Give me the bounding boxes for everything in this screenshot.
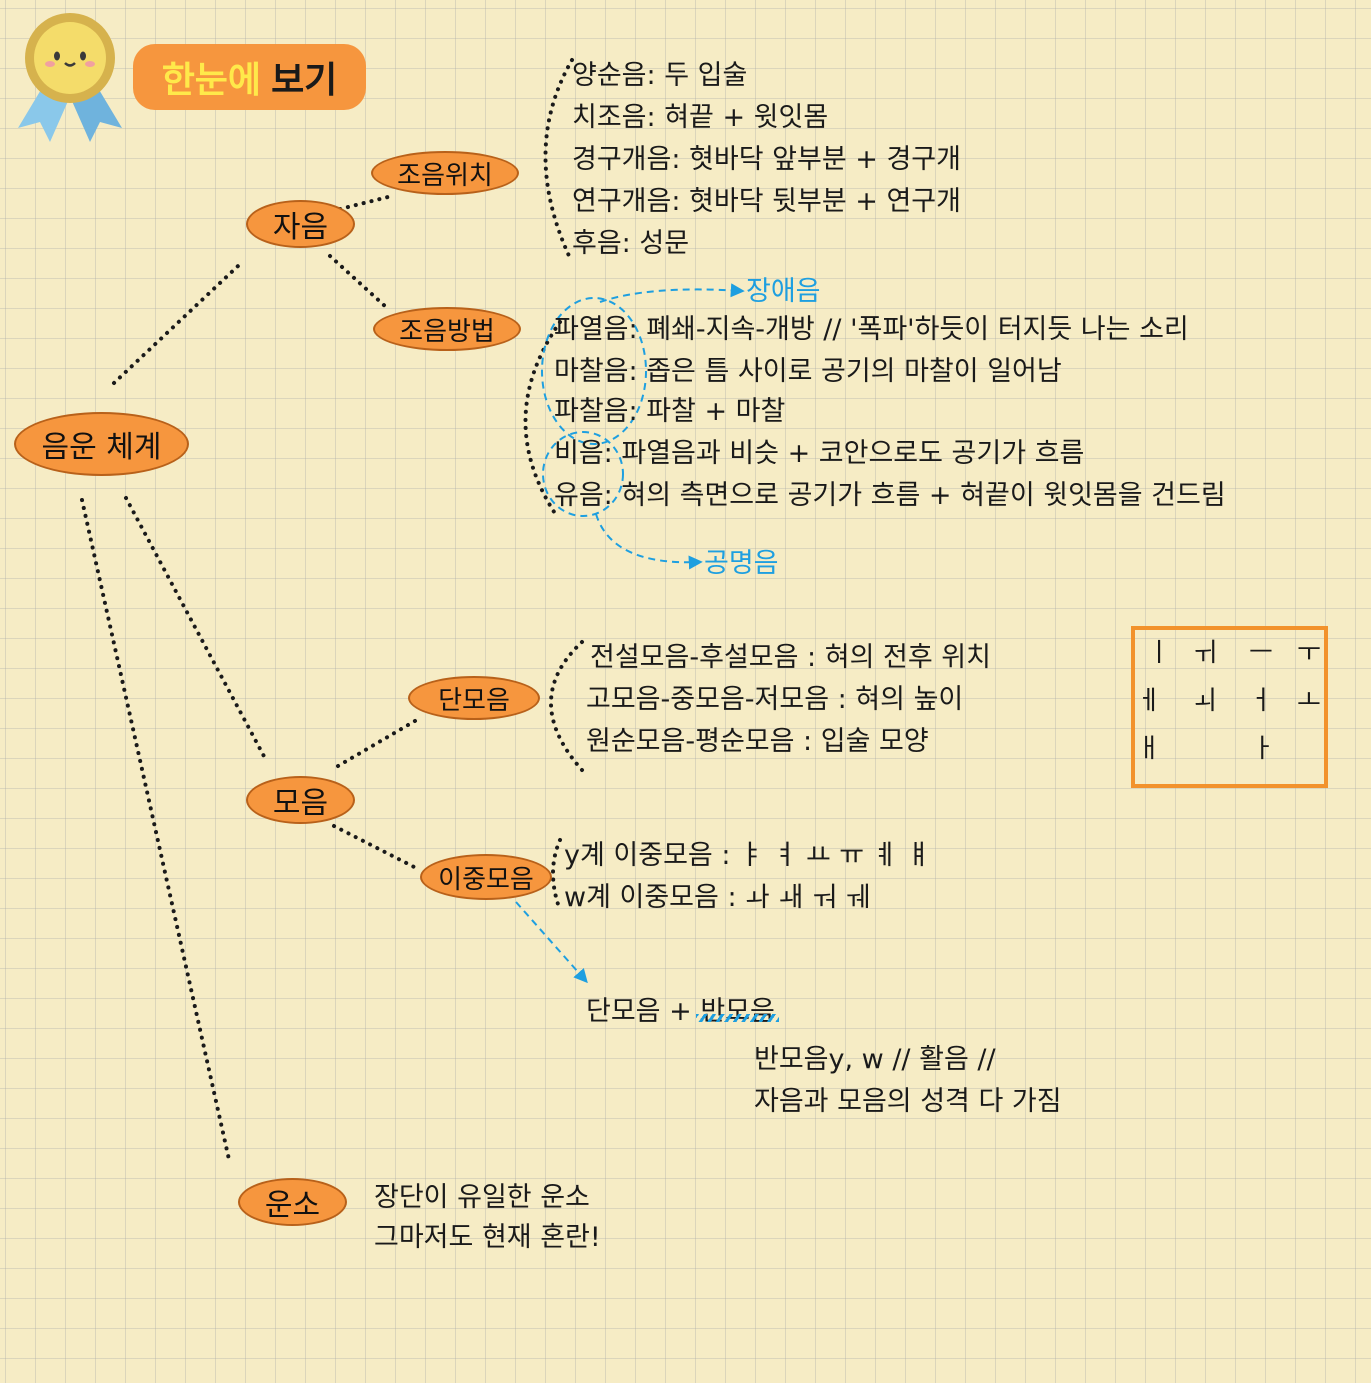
sonorant-label: 공명음 bbox=[704, 548, 779, 579]
vowel-glyph: ㅗ bbox=[1297, 686, 1321, 716]
prosody-note: 장단이 유일한 운소 bbox=[374, 1182, 590, 1213]
place-item: 연구개음: 혓바닥 뒷부분 + 연구개 bbox=[572, 186, 961, 217]
manner-item: 파찰음: 파찰 + 마찰 bbox=[554, 396, 786, 427]
hatch-mark bbox=[696, 1014, 779, 1023]
brace-manner bbox=[523, 320, 562, 520]
node-root: 음운 체계 bbox=[14, 412, 189, 476]
prosody-note: 그마저도 현재 혼란! bbox=[374, 1222, 601, 1253]
vowel-glyph: ㅏ bbox=[1251, 734, 1275, 764]
vowel-glyph: ㅣ bbox=[1147, 638, 1171, 668]
vowel-glyph: ㅡ bbox=[1249, 638, 1273, 668]
node-monophthong: 단모음 bbox=[408, 676, 540, 720]
diphthong-item: y계 이중모음 : ㅑ ㅕ ㅛ ㅠ ㅖ ㅒ bbox=[564, 840, 931, 871]
place-item: 경구개음: 혓바닥 앞부분 + 경구개 bbox=[572, 144, 961, 175]
manner-item: 파열음: 폐쇄-지속-개방 // '폭파'하듯이 터지듯 나는 소리 bbox=[554, 314, 1189, 345]
vowel-glyph: ㅔ bbox=[1137, 686, 1161, 716]
manner-item: 마찰음: 좁은 틈 사이로 공기의 마찰이 일어남 bbox=[554, 356, 1062, 387]
link-root-consonant bbox=[112, 264, 240, 385]
manner-item: 유음: 혀의 측면으로 공기가 흐름 + 혀끝이 윗잇몸을 건드림 bbox=[554, 480, 1226, 511]
node-diphthong: 이중모음 bbox=[420, 854, 552, 900]
node-consonant: 자음 bbox=[246, 200, 355, 248]
vowel-glyph: ㅟ bbox=[1193, 638, 1217, 668]
vowel-glyph: ㅓ bbox=[1249, 686, 1273, 716]
semivowel-note: 반모음y, w // 활음 // bbox=[754, 1044, 996, 1075]
diphthong-arrow bbox=[515, 901, 588, 984]
node-manner: 조음방법 bbox=[373, 307, 521, 351]
link-vowel-monophthong bbox=[336, 716, 422, 768]
node-vowel: 모음 bbox=[246, 776, 355, 824]
brace-monophthong bbox=[549, 640, 584, 772]
obstruent-label: 장애음 bbox=[746, 276, 821, 307]
diphthong-item: w계 이중모음 : ㅘ ㅙ ㅝ ㅞ bbox=[564, 882, 871, 913]
link-root-prosody bbox=[80, 498, 232, 1166]
node-prosody: 운소 bbox=[238, 1178, 347, 1226]
sonorant-circle bbox=[542, 431, 624, 517]
place-item: 양순음: 두 입술 bbox=[572, 60, 748, 91]
place-item: 치조음: 혀끝 + 윗잇몸 bbox=[572, 102, 829, 133]
monophthong-item: 원순모음-평순모음 : 입술 모양 bbox=[586, 726, 929, 757]
place-item: 후음: 성문 bbox=[572, 228, 690, 259]
link-vowel-diphthong bbox=[332, 824, 422, 872]
link-consonant-place bbox=[338, 194, 394, 211]
diphthong-formula: 단모음 + 반모음 bbox=[586, 996, 779, 1027]
brace-place bbox=[543, 58, 574, 260]
node-place: 조음위치 bbox=[371, 151, 519, 195]
manner-item: 비음: 파열음과 비슷 + 코안으로도 공기가 흐름 bbox=[554, 438, 1085, 469]
formula-left: 단모음 + bbox=[586, 996, 692, 1027]
semivowel-note: 자음과 모음의 성격 다 가짐 bbox=[754, 1086, 1062, 1117]
vowel-chart-box: ㅣ ㅟ ㅡ ㅜ ㅔ ㅚ ㅓ ㅗ ㅐ ㅏ bbox=[1131, 626, 1328, 788]
link-consonant-manner bbox=[328, 254, 388, 309]
medal-icon bbox=[18, 13, 122, 142]
monophthong-item: 전설모음-후설모음 : 혀의 전후 위치 bbox=[590, 642, 991, 673]
formula-right: 반모음 bbox=[696, 996, 779, 1027]
brace-diphthong bbox=[551, 838, 562, 912]
formula-right-text: 반모음 bbox=[700, 996, 775, 1027]
sonorant-arrow bbox=[595, 513, 703, 570]
vowel-glyph: ㅚ bbox=[1193, 686, 1217, 716]
vowel-glyph: ㅐ bbox=[1137, 734, 1161, 764]
link-root-vowel bbox=[124, 496, 268, 762]
obstruent-circle bbox=[541, 297, 647, 445]
page-title: 한눈에 보기 bbox=[133, 44, 366, 110]
obstruent-arrow bbox=[599, 283, 745, 303]
monophthong-item: 고모음-중모음-저모음 : 혀의 높이 bbox=[586, 684, 964, 715]
vowel-glyph: ㅜ bbox=[1297, 638, 1321, 668]
